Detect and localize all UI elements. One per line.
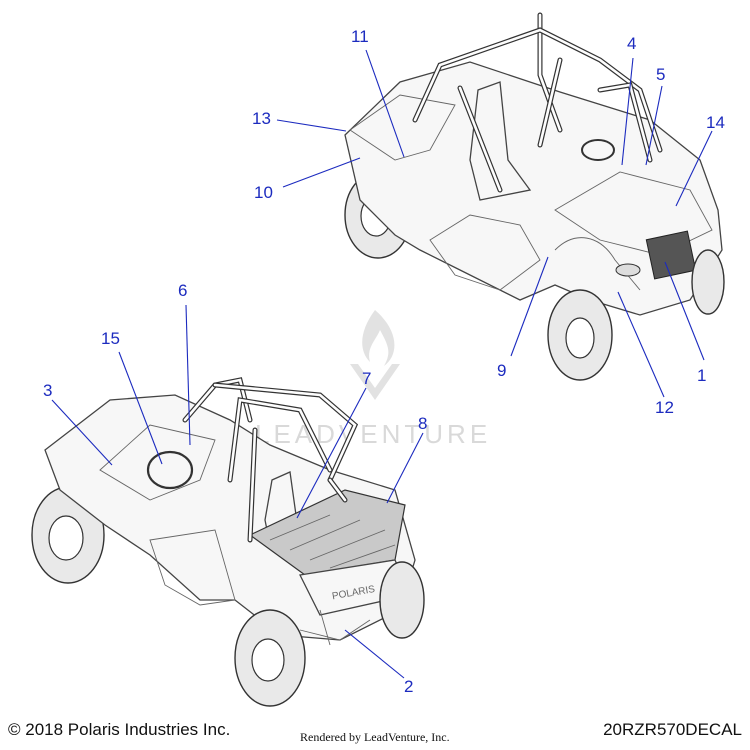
leader-line-4 bbox=[621, 57, 634, 166]
callout-15: 15 bbox=[101, 329, 120, 348]
hood bbox=[554, 171, 713, 256]
wheel bbox=[547, 289, 613, 381]
wheel bbox=[691, 249, 725, 315]
side-door bbox=[149, 529, 236, 606]
callout-1: 1 bbox=[697, 366, 706, 385]
steering-wheel bbox=[581, 139, 615, 161]
wheel bbox=[379, 561, 425, 639]
callout-10: 10 bbox=[254, 183, 273, 202]
callout-9: 9 bbox=[497, 361, 506, 380]
grille bbox=[645, 230, 697, 280]
leadventure-flame-logo-icon bbox=[362, 310, 395, 366]
leader-line-2 bbox=[344, 629, 405, 679]
copyright-notice: © 2018 Polaris Industries Inc. bbox=[8, 720, 231, 739]
leader-line-14 bbox=[675, 130, 713, 207]
callouts: 1 2 3 4 5 6 7 8 9 10 11 12 13 14 15 bbox=[43, 27, 725, 696]
cargo-bed bbox=[248, 489, 406, 576]
rendered-by-credit: Rendered by LeadVenture, Inc. bbox=[300, 730, 450, 744]
diagram-code: 20RZR570DECAL bbox=[603, 720, 742, 739]
leader-line-11 bbox=[365, 49, 405, 158]
callout-8: 8 bbox=[418, 414, 427, 433]
wheel bbox=[234, 609, 306, 707]
leader-line-15 bbox=[118, 351, 163, 465]
vehicle-front-view bbox=[344, 12, 725, 381]
leader-line-7 bbox=[296, 387, 367, 519]
callout-13: 13 bbox=[252, 109, 271, 128]
leader-line-13 bbox=[276, 119, 347, 132]
callout-5: 5 bbox=[656, 65, 665, 84]
cargo-box bbox=[349, 94, 456, 161]
roll-cage bbox=[182, 377, 359, 543]
callout-7: 7 bbox=[362, 369, 371, 388]
steering-wheel bbox=[146, 450, 194, 490]
dashboard bbox=[99, 424, 216, 501]
leader-line-3 bbox=[51, 399, 113, 466]
leader-lines bbox=[51, 49, 713, 679]
callout-11: 11 bbox=[351, 27, 369, 46]
callout-2: 2 bbox=[404, 677, 413, 696]
callout-6: 6 bbox=[178, 281, 187, 300]
watermark: LEADVENTURE bbox=[255, 310, 491, 449]
cargo-bed-pattern bbox=[269, 514, 396, 569]
leader-line-10 bbox=[282, 157, 361, 188]
leadventure-v-logo-icon bbox=[350, 364, 400, 400]
callout-12: 12 bbox=[655, 398, 674, 417]
leader-line-9 bbox=[510, 256, 549, 357]
leader-line-8 bbox=[386, 432, 424, 504]
leader-line-12 bbox=[617, 291, 665, 398]
callout-4: 4 bbox=[627, 34, 636, 53]
rear-suspension bbox=[299, 609, 371, 646]
leader-line-6 bbox=[185, 304, 191, 446]
callout-14: 14 bbox=[706, 113, 725, 132]
roll-cage bbox=[412, 12, 663, 193]
leader-line-5 bbox=[645, 85, 663, 166]
side-door bbox=[429, 214, 541, 291]
seat bbox=[469, 81, 532, 201]
callout-3: 3 bbox=[43, 381, 52, 400]
front-fender bbox=[554, 237, 641, 291]
watermark-text: LEADVENTURE bbox=[255, 419, 491, 449]
leader-line-1 bbox=[664, 261, 705, 361]
vehicle-rear-view: POLARIS bbox=[31, 377, 425, 707]
headlight bbox=[615, 263, 641, 277]
